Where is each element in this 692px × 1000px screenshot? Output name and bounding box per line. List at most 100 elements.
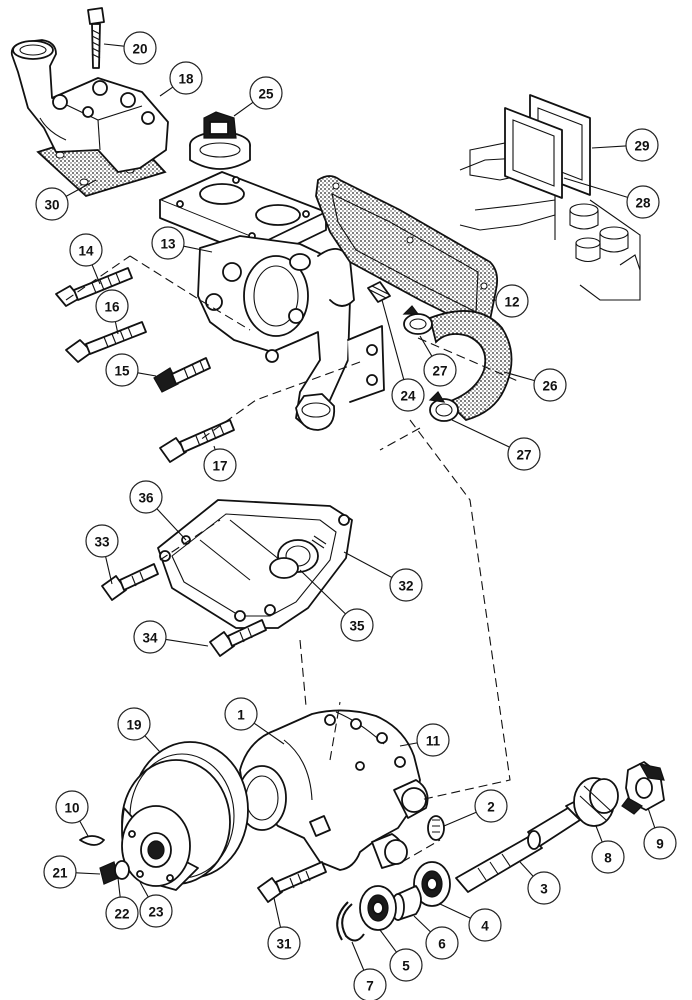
- hose-clip-27-upper: [402, 305, 433, 335]
- callout-number: 12: [504, 295, 519, 310]
- callout-circle: [169, 61, 203, 95]
- callout-25: 25: [249, 76, 283, 110]
- callout-leader-32: [343, 551, 393, 578]
- callout-number: 7: [366, 979, 374, 994]
- seal-8: [573, 777, 619, 827]
- callout-number: 20: [132, 42, 147, 57]
- callout-4: 4: [468, 908, 502, 942]
- callout-leader-27: [419, 335, 433, 357]
- callout-30: 30: [35, 187, 69, 221]
- callout-leader-26: [503, 371, 535, 382]
- callout-leader-1: [253, 722, 285, 745]
- callout-28: 28: [626, 185, 660, 219]
- callout-number: 24: [400, 389, 416, 404]
- callout-1: 1: [224, 697, 258, 731]
- callout-leader-4: [439, 903, 471, 919]
- callout-17: 17: [203, 448, 237, 482]
- callout-circle: [591, 840, 625, 874]
- hose-clip-27-lower: [428, 391, 459, 422]
- callout-leader-13: [183, 245, 213, 253]
- callout-leader-17: [213, 445, 216, 450]
- bolt-34: [209, 619, 267, 657]
- thermostat-25: [189, 111, 251, 170]
- callout-number: 1: [237, 708, 245, 723]
- callout-leader-25: [233, 101, 254, 117]
- callout-circle: [391, 378, 425, 412]
- callout-circle: [425, 926, 459, 960]
- adaptor-plate-36: [157, 499, 353, 629]
- callout-circle: [123, 31, 157, 65]
- bolt-16: [65, 321, 147, 363]
- callout-number: 10: [64, 801, 79, 816]
- callout-leader-15: [137, 372, 157, 377]
- callout-number: 2: [487, 800, 495, 815]
- callout-29: 29: [625, 128, 659, 162]
- callout-23: 23: [139, 894, 173, 928]
- callout-number: 5: [402, 959, 410, 974]
- callout-circle: [389, 948, 423, 982]
- callout-circle: [85, 524, 119, 558]
- spring-24: [367, 281, 391, 303]
- callout-leader-8: [595, 825, 603, 843]
- callout-leader-29: [591, 145, 627, 149]
- callout-leader-27: [451, 419, 510, 448]
- callout-36: 36: [129, 480, 163, 514]
- callout-20: 20: [123, 31, 157, 65]
- callout-circle: [643, 826, 677, 860]
- callout-number: 31: [276, 937, 292, 952]
- callout-circle: [416, 723, 450, 757]
- callout-circle: [625, 128, 659, 162]
- callout-number: 3: [540, 882, 548, 897]
- callout-circle: [267, 926, 301, 960]
- callout-number: 16: [104, 300, 120, 315]
- callout-circle: [129, 480, 163, 514]
- callout-leader-28: [563, 177, 628, 198]
- callout-circle: [353, 968, 387, 1000]
- callout-leader-14: [91, 264, 101, 285]
- callout-circle: [507, 437, 541, 471]
- callout-circle: [389, 568, 423, 602]
- gasket-28: [504, 107, 563, 199]
- callout-number: 21: [52, 866, 68, 881]
- callout-number: 35: [349, 619, 365, 634]
- callout-22: 22: [105, 896, 139, 930]
- callout-27: 27: [423, 353, 457, 387]
- callout-leader-16: [114, 321, 119, 335]
- callout-leader-9: [647, 807, 656, 829]
- callout-leader-35: [299, 569, 346, 615]
- callout-number: 9: [656, 837, 664, 852]
- callout-24: 24: [391, 378, 425, 412]
- callout-6: 6: [425, 926, 459, 960]
- callout-number: 22: [114, 907, 129, 922]
- seal-2: [427, 815, 445, 841]
- bolt-17: [159, 419, 235, 463]
- callout-34: 34: [133, 620, 167, 654]
- callout-31: 31: [267, 926, 301, 960]
- callout-number: 13: [160, 237, 176, 252]
- callout-circle: [423, 353, 457, 387]
- callout-leader-21: [75, 872, 101, 875]
- callout-circle: [626, 185, 660, 219]
- bearing-4: [413, 861, 451, 907]
- callout-circle: [117, 707, 151, 741]
- callout-32: 32: [389, 568, 423, 602]
- callout-circle: [527, 871, 561, 905]
- callout-circle: [105, 896, 139, 930]
- callout-10: 10: [55, 790, 89, 824]
- callout-7: 7: [353, 968, 387, 1000]
- callout-circle: [533, 368, 567, 402]
- callout-circle: [95, 289, 129, 323]
- callout-21: 21: [43, 855, 77, 889]
- callout-19: 19: [117, 707, 151, 741]
- impeller-9: [621, 761, 665, 815]
- exhaust-elbow-18: [10, 39, 169, 173]
- callout-circle: [133, 620, 167, 654]
- callout-3: 3: [527, 871, 561, 905]
- callout-35: 35: [340, 608, 374, 642]
- callout-5: 5: [389, 948, 423, 982]
- callout-number: 36: [138, 491, 154, 506]
- callout-circle: [340, 608, 374, 642]
- callout-circle: [249, 76, 283, 110]
